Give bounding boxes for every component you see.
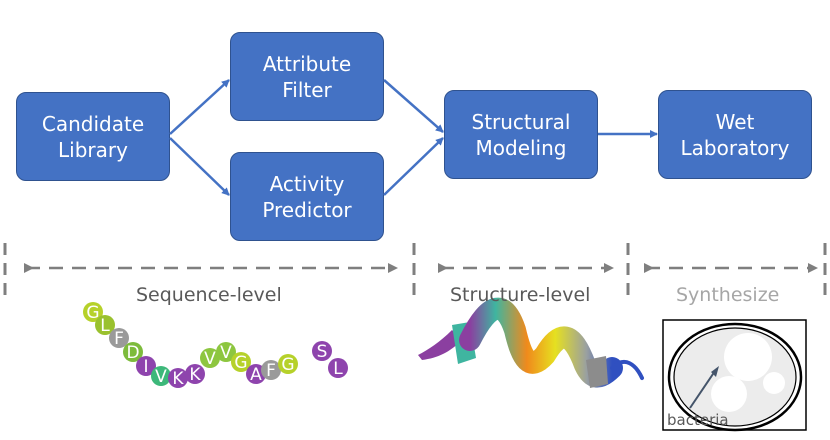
residue-bead: [261, 360, 281, 380]
candidate-library-node: Candidate Library: [16, 92, 170, 181]
residue-letter: G: [281, 355, 294, 375]
helix-structure-illustration: [418, 297, 644, 388]
residue-letter: G: [86, 303, 99, 323]
residue-bead: [185, 364, 205, 384]
residue-letter: V: [155, 367, 167, 387]
residue-letter: F: [266, 361, 276, 381]
residue-letter: F: [114, 329, 124, 349]
residue-bead: [328, 358, 348, 378]
residue-letter: D: [126, 343, 139, 363]
residue-bead: [278, 354, 298, 374]
arrow-filter-to-modeling: [383, 79, 444, 133]
wet-laboratory-node: Wet Laboratory: [658, 90, 812, 179]
residue-bead: [216, 342, 236, 362]
sequence-level-label: Sequence-level: [136, 284, 282, 306]
residue-bead: [151, 366, 171, 386]
residue-bead: [136, 356, 156, 376]
residue-bead: [168, 368, 188, 388]
attribute-filter-node: Attribute Filter: [230, 32, 384, 121]
residue-bead: [123, 342, 143, 362]
structure-level-label: Structure-level: [450, 284, 591, 306]
residue-letter: L: [100, 316, 110, 336]
residue-bead: [231, 352, 251, 372]
residue-letter: G: [234, 353, 247, 373]
residue-letter: V: [220, 343, 232, 363]
residue-letter: K: [172, 369, 184, 389]
residue-bead: [83, 302, 103, 322]
residue-bead: [312, 341, 332, 361]
structural-modeling-node: Structural Modeling: [444, 90, 598, 179]
residue-letter: S: [317, 342, 328, 362]
arrow-library-to-filter: [169, 79, 230, 135]
residue-bead: [109, 328, 129, 348]
activity-predictor-node: Activity Predictor: [230, 152, 384, 241]
residue-bead: [246, 364, 266, 384]
bacteria-label: bacteria: [667, 411, 729, 429]
residue-letter: I: [143, 357, 148, 377]
residue-letter: L: [333, 359, 343, 379]
bacteria-dish-illustration: [662, 319, 807, 432]
arrow-library-to-predictor: [169, 137, 230, 196]
residue-letter: V: [204, 349, 216, 369]
synthesize-label: Synthesize: [676, 284, 780, 306]
residue-bead: [95, 315, 115, 335]
residue-bead: [200, 348, 220, 368]
arrow-predictor-to-modeling: [383, 137, 444, 196]
residue-letter: K: [189, 365, 201, 385]
residue-letter: A: [250, 365, 262, 385]
